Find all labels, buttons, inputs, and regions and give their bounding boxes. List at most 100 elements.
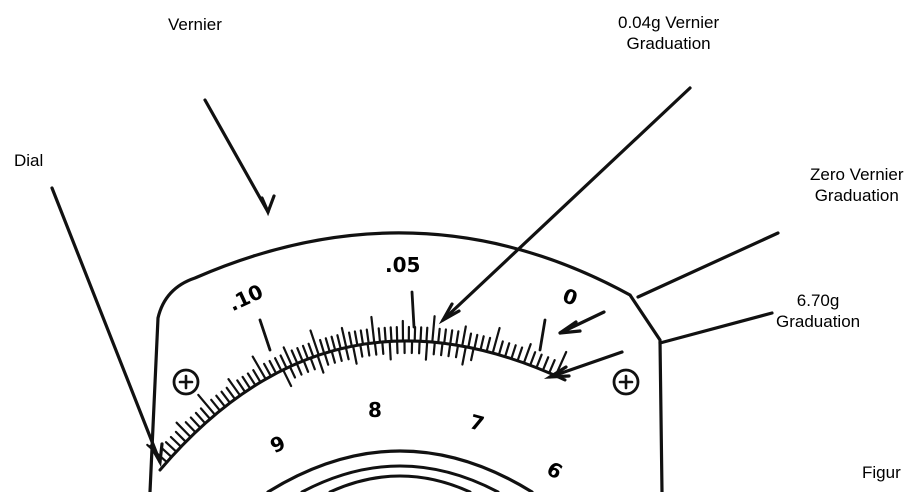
dial-tick <box>383 326 387 343</box>
dial-tick <box>529 351 537 367</box>
dial-tick <box>282 346 293 367</box>
dial-tick <box>510 344 517 360</box>
dial-tick <box>348 331 353 348</box>
dial-tick <box>522 343 532 364</box>
dial-tick <box>455 330 460 347</box>
dial-tick <box>353 330 359 347</box>
dial-tick <box>389 326 393 343</box>
dial-tick <box>246 372 257 387</box>
dial-tick <box>197 393 217 416</box>
dial-tick <box>365 328 370 345</box>
vernier-tick <box>337 348 343 362</box>
dial-tick <box>241 375 252 390</box>
dial-tick <box>479 335 485 352</box>
vernier-tick <box>330 350 336 364</box>
zero-vernier-callout-line2: Graduation <box>814 186 899 205</box>
vernier-pointer-arrow <box>203 98 276 217</box>
graduation-670-callout: 6.70g Graduation <box>776 290 860 332</box>
vernier-tick <box>282 368 293 388</box>
dial-tick <box>461 325 467 348</box>
zero-vernier-pointer-arrow <box>558 231 780 335</box>
dial-tick <box>296 347 304 363</box>
dial-tick <box>330 335 337 352</box>
vernier-minor-ticks <box>282 339 475 388</box>
dial-tick <box>164 441 178 453</box>
vernier-tick <box>470 347 475 362</box>
zero-vernier-callout-line1: Zero Vernier <box>810 165 904 184</box>
right-screw-icon <box>612 368 640 396</box>
vernier-tick <box>388 340 392 361</box>
dial-tick <box>473 333 479 350</box>
dial-tick <box>370 315 376 344</box>
vernier-label-010: .10 <box>225 279 267 316</box>
dial-minor-ticks <box>146 315 568 464</box>
graduation-670-callout-line1: 6.70g <box>796 291 840 310</box>
vernier-004-callout-line2: Graduation <box>626 34 711 53</box>
dial-tick <box>377 327 382 344</box>
vernier-callout: Vernier <box>168 14 222 35</box>
vernier-tick <box>440 342 444 357</box>
dial-tick <box>175 421 192 439</box>
dial-pointer-arrow <box>50 186 164 468</box>
dial-tick <box>189 416 202 429</box>
dial-tick <box>437 327 441 344</box>
vernier-004-pointer-arrow <box>438 86 692 325</box>
zero-vernier-callout: Zero Vernier Graduation <box>810 164 904 206</box>
dial-tick <box>160 446 173 458</box>
dial-tick <box>554 350 568 377</box>
graduation-670-pointer-arrow <box>543 311 774 379</box>
left-screw-icon <box>172 368 200 396</box>
vernier-tick <box>302 359 310 373</box>
vernier-tick <box>447 343 452 358</box>
dial-tick <box>268 359 278 375</box>
vernier-tick <box>309 356 316 371</box>
dial-tick <box>290 349 299 365</box>
dial-tick <box>309 329 320 357</box>
vernier-004-callout-line1: 0.04g Vernier <box>618 13 720 32</box>
vernier-tick <box>432 341 436 356</box>
vernier-tick <box>316 354 325 374</box>
dial-arc <box>158 339 567 472</box>
dial-tick <box>541 356 550 372</box>
dial-tick <box>425 326 429 343</box>
dial-tick <box>491 326 501 355</box>
vernier-tick <box>373 341 378 356</box>
dial-tick <box>485 336 492 353</box>
vernier-004-callout: 0.04g Vernier Graduation <box>618 12 719 54</box>
dial-tick <box>146 443 168 464</box>
vernier-tick <box>461 345 467 366</box>
vernier-callout-text: Vernier <box>168 15 222 34</box>
dial-tick <box>215 394 227 408</box>
dial-label-7: 7 <box>467 409 487 436</box>
dial-tick <box>279 354 288 370</box>
vernier-tick <box>418 340 421 355</box>
figure-caption-text: Figur <box>862 463 901 482</box>
dial-tick <box>274 357 283 372</box>
dial-tick <box>210 398 222 412</box>
dial-tick <box>443 328 447 345</box>
dial-tick <box>467 332 473 349</box>
dial-tick <box>340 326 348 349</box>
dial-tick <box>169 435 183 448</box>
vernier-tick <box>454 344 460 359</box>
dial-tick <box>431 315 436 344</box>
dial-tick <box>497 340 504 356</box>
vernier-tick <box>352 345 358 365</box>
vernier-tick <box>381 340 385 355</box>
dial-inner-arc-outer <box>266 449 534 492</box>
vernier-tick <box>424 340 429 361</box>
dial-tick <box>359 329 365 346</box>
dial-tick <box>504 342 511 358</box>
dial-inner-arc-middle <box>300 464 500 492</box>
dial-tick <box>194 411 207 425</box>
dial-tick <box>548 359 556 374</box>
dial-label-6: 6 <box>543 456 567 484</box>
vernier-plate-outline <box>148 231 664 492</box>
dial-tick <box>324 337 331 353</box>
dial-tick <box>535 353 543 369</box>
dial-tick <box>199 407 212 421</box>
vernier-tick <box>344 346 350 361</box>
dial-tick <box>174 430 187 443</box>
dial-label-8: 8 <box>368 398 382 422</box>
figure-caption: Figur <box>862 462 901 483</box>
